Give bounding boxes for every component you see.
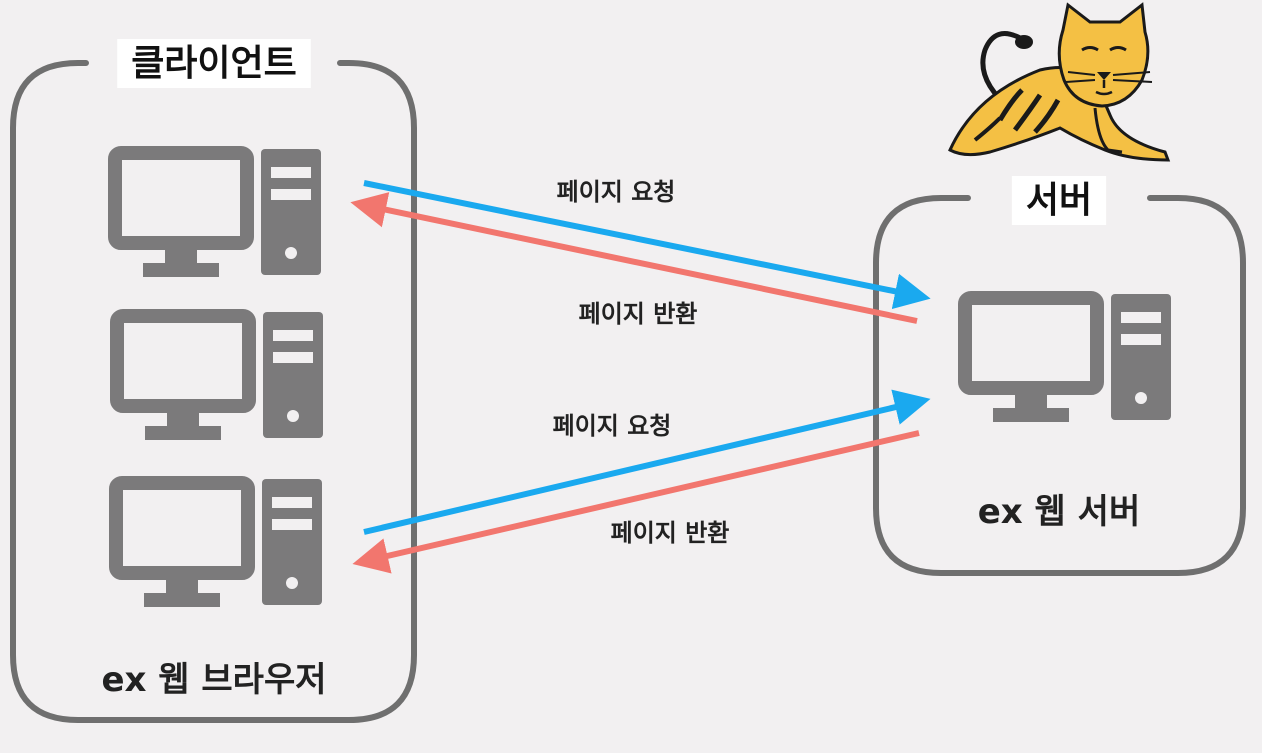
arrow-response-2 [352,430,920,574]
client-box: 클라이언트 ex 웹 브라우저 [10,39,417,723]
tomcat-logo-icon [948,2,1171,162]
client-computer-3-icon [116,479,322,607]
client-title-background [117,39,311,88]
client-title: 클라이언트 [131,43,297,84]
server-title: 서버 [1026,180,1092,221]
server-caption: ex 웹 서버 [978,492,1141,532]
client-caption: ex 웹 브라우저 [101,660,326,700]
response-label-1: 페이지 반환 [579,300,698,328]
arrow-request-2 [363,389,931,535]
server-title-background [1011,176,1107,225]
arrow-request-1 [363,180,931,310]
request-label-2: 페이지 요청 [553,412,672,440]
server-box: 서버 ex 웹 서버 [873,176,1246,576]
arrow-response-1 [350,192,918,324]
server-computer-icon [965,294,1171,422]
client-computer-2-icon [117,312,323,440]
request-label-1: 페이지 요청 [557,178,676,206]
client-computer-1-icon [115,149,321,277]
response-label-2: 페이지 반환 [611,519,730,547]
